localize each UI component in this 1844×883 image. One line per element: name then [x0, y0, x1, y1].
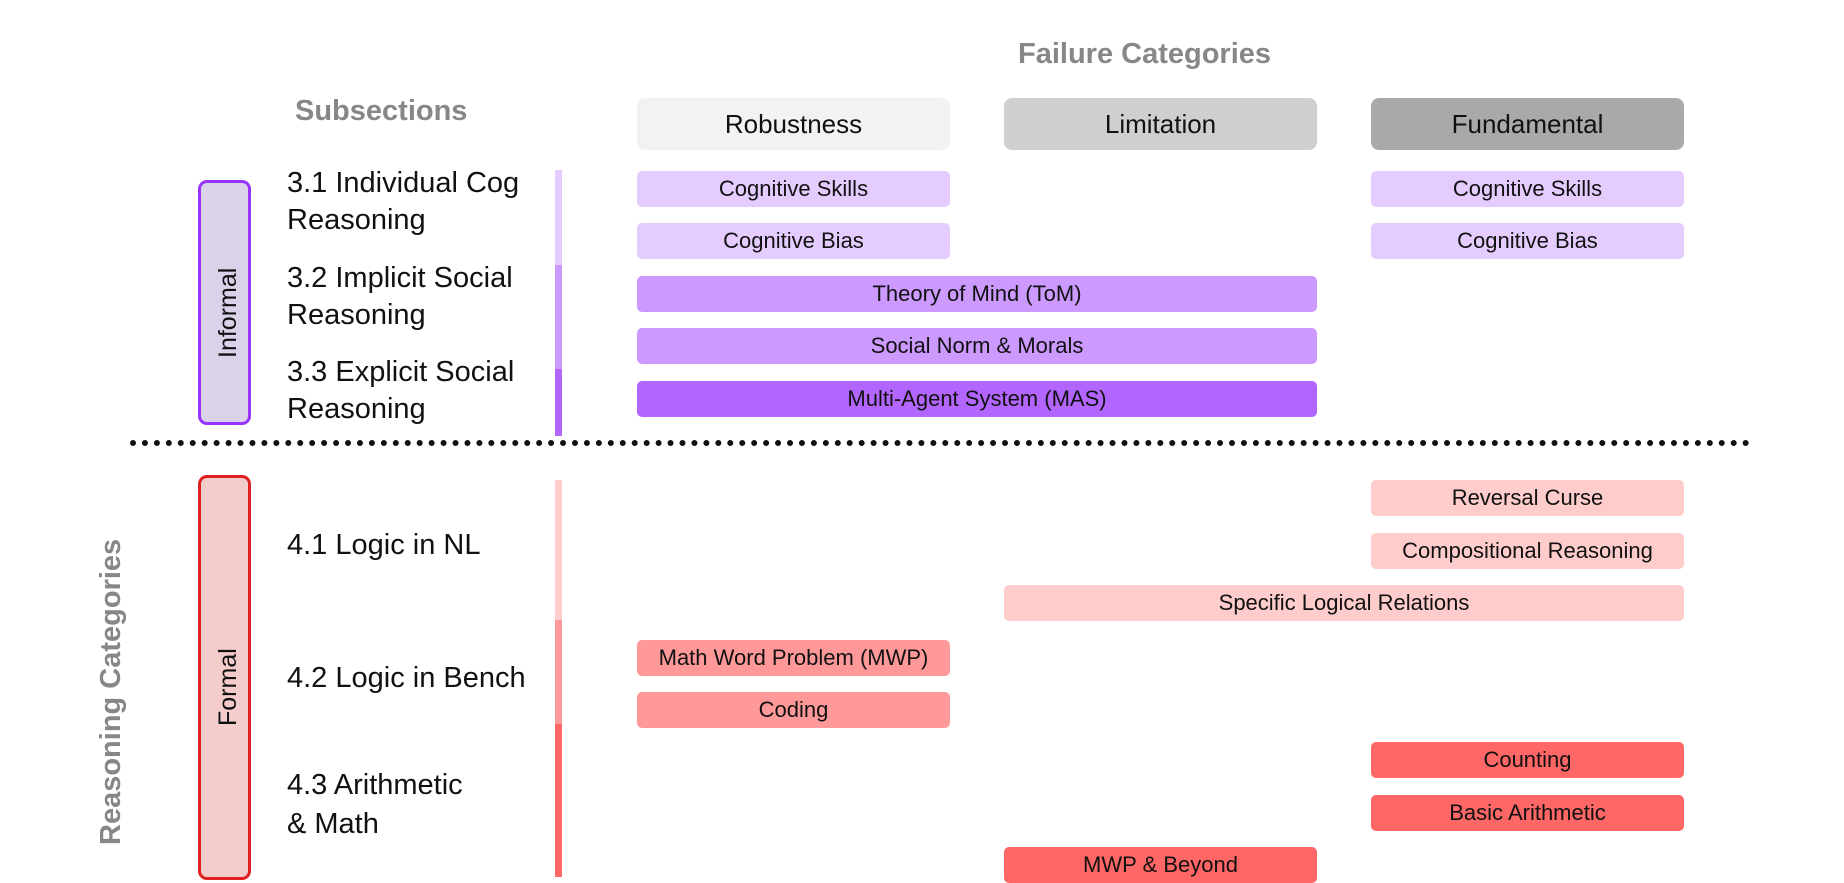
item-robustness-cognitive-skills: Cognitive Skills [637, 171, 950, 207]
bar-4-1 [555, 480, 562, 620]
informal-group-box: Informal [198, 180, 251, 425]
item-robustness-cognitive-bias: Cognitive Bias [637, 223, 950, 259]
formal-group-box: Formal [198, 475, 251, 880]
subsections-title: Subsections [295, 95, 468, 127]
column-header-robustness: Robustness [637, 98, 950, 150]
subsection-3-2: 3.2 Implicit Social Reasoning [287, 260, 513, 334]
subsection-3-3-line1: 3.3 Explicit Social [287, 356, 515, 388]
formal-group-label: Formal [214, 648, 242, 726]
item-fundamental-cognitive-bias: Cognitive Bias [1371, 223, 1684, 259]
subsection-4-3-line1: 4.3 Arithmetic [287, 769, 463, 801]
item-compositional-reasoning: Compositional Reasoning [1371, 533, 1684, 569]
subsection-3-1-line1: 3.1 Individual Cog [287, 167, 520, 199]
item-mwp-and-beyond: MWP & Beyond [1004, 847, 1317, 883]
subsection-3-3: 3.3 Explicit Social Reasoning [287, 354, 514, 428]
subsection-3-1-line2: Reasoning [287, 204, 426, 236]
subsection-4-2: 4.2 Logic in Bench [287, 662, 526, 694]
item-reversal-curse: Reversal Curse [1371, 480, 1684, 516]
item-specific-logical-relations: Specific Logical Relations [1004, 585, 1684, 621]
item-social-norm-morals: Social Norm & Morals [637, 328, 1317, 364]
item-coding: Coding [637, 692, 950, 728]
bar-4-3 [555, 724, 562, 877]
failure-categories-title: Failure Categories [1018, 38, 1272, 70]
subsection-3-2-line1: 3.2 Implicit Social [287, 262, 513, 294]
item-basic-arithmetic: Basic Arithmetic [1371, 795, 1684, 831]
subsection-4-3-line2: & Math [287, 808, 379, 840]
subsection-4-3: 4.3 Arithmetic & Math [287, 766, 463, 844]
subsection-3-2-line2: Reasoning [287, 299, 426, 331]
subsection-3-1: 3.1 Individual Cog Reasoning [287, 165, 519, 239]
bar-3-2 [555, 265, 562, 369]
reasoning-categories-title: Reasoning Categories [95, 538, 127, 845]
bar-4-2 [555, 620, 562, 724]
informal-group-label: Informal [214, 267, 242, 358]
item-math-word-problem: Math Word Problem (MWP) [637, 640, 950, 676]
subsection-4-1: 4.1 Logic in NL [287, 529, 481, 561]
item-theory-of-mind: Theory of Mind (ToM) [637, 276, 1317, 312]
column-header-limitation: Limitation [1004, 98, 1317, 150]
item-multi-agent-system: Multi-Agent System (MAS) [637, 381, 1317, 417]
bar-3-3 [555, 369, 562, 436]
informal-formal-divider [130, 440, 1750, 446]
bar-3-1 [555, 170, 562, 265]
subsection-3-3-line2: Reasoning [287, 393, 426, 425]
item-fundamental-cognitive-skills: Cognitive Skills [1371, 171, 1684, 207]
item-counting: Counting [1371, 742, 1684, 778]
column-header-fundamental: Fundamental [1371, 98, 1684, 150]
